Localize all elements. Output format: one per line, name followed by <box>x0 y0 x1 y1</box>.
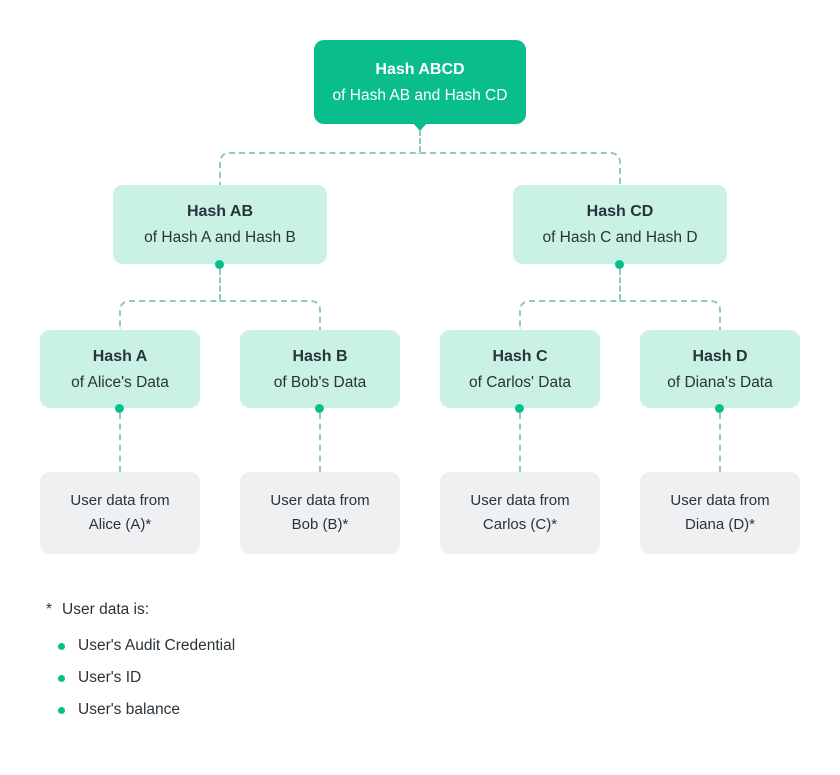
connector-dot-icon <box>115 404 124 413</box>
connector-dot-icon <box>615 260 624 269</box>
node-hash-cd: Hash CD of Hash C and Hash D <box>513 185 727 264</box>
footnote-title: * User data is: <box>46 601 149 619</box>
node-title: Hash CD <box>586 203 654 220</box>
leaf-line1: User data from <box>470 492 570 509</box>
connector-a-stem <box>119 413 121 472</box>
node-subtitle: of Diana's Data <box>667 373 773 391</box>
footnote-item-label: User's ID <box>78 669 142 686</box>
connector-dot-icon <box>715 404 724 413</box>
node-subtitle: of Alice's Data <box>71 373 169 391</box>
connector-root-left <box>219 152 420 186</box>
leaf-line1: User data from <box>270 492 370 509</box>
node-subtitle: of Carlos' Data <box>468 373 572 391</box>
node-hash-b: Hash B of Bob's Data <box>240 330 400 408</box>
connector-c-stem <box>519 413 521 472</box>
leaf-line2: Bob (B)* <box>291 516 349 533</box>
bullet-dot-icon <box>58 642 65 650</box>
leaf-line2: Alice (A)* <box>88 516 152 533</box>
node-hash-a: Hash A of Alice's Data <box>40 330 200 408</box>
footnote-item: User's balance <box>58 701 180 719</box>
connector-b-stem <box>319 413 321 472</box>
node-hash-c: Hash C of Carlos' Data <box>440 330 600 408</box>
node-title: Hash C <box>492 347 548 365</box>
node-title: Hash D <box>692 347 748 365</box>
node-title: Hash AB <box>186 203 254 220</box>
node-title: Hash A <box>92 347 148 365</box>
footnote-item: User's Audit Credential <box>58 637 235 655</box>
node-title: Hash ABCD <box>375 60 465 78</box>
footnote-asterisk: * <box>46 601 53 618</box>
node-subtitle: of Bob's Data <box>273 373 367 391</box>
node-subtitle: of Hash A and Hash B <box>144 229 296 246</box>
connector-cd-right <box>620 300 721 330</box>
leaf-line2: Carlos (C)* <box>482 516 558 533</box>
connector-cd-stem <box>619 269 621 300</box>
bullet-dot-icon <box>58 706 65 714</box>
footnote-item-label: User's Audit Credential <box>78 637 236 654</box>
connector-root-stem <box>419 130 421 152</box>
node-hash-ab: Hash AB of Hash A and Hash B <box>113 185 327 264</box>
node-hash-abcd: Hash ABCD of Hash AB and Hash CD <box>314 40 526 124</box>
node-subtitle: of Hash C and Hash D <box>542 229 698 246</box>
bullet-dot-icon <box>58 674 65 682</box>
leaf-line2: Diana (D)* <box>684 516 756 533</box>
connector-ab-left <box>119 300 220 330</box>
root-tail-pointer-icon <box>413 123 427 131</box>
leaf-user-data-bob: User data from Bob (B)* <box>240 472 400 554</box>
connector-dot-icon <box>315 404 324 413</box>
leaf-user-data-alice: User data from Alice (A)* <box>40 472 200 554</box>
leaf-line1: User data from <box>670 492 770 509</box>
leaf-user-data-carlos: User data from Carlos (C)* <box>440 472 600 554</box>
footnote-label: User data is: <box>62 601 150 618</box>
leaf-line1: User data from <box>70 492 170 509</box>
connector-cd-left <box>519 300 620 330</box>
node-title: Hash B <box>292 347 348 365</box>
connector-ab-stem <box>219 269 221 300</box>
node-subtitle: of Hash AB and Hash CD <box>332 86 508 104</box>
connector-d-stem <box>719 413 721 472</box>
footnote-item: User's ID <box>58 669 141 687</box>
connector-ab-right <box>220 300 321 330</box>
node-hash-d: Hash D of Diana's Data <box>640 330 800 408</box>
leaf-user-data-diana: User data from Diana (D)* <box>640 472 800 554</box>
connector-dot-icon <box>515 404 524 413</box>
connector-root-right <box>420 152 621 186</box>
connector-dot-icon <box>215 260 224 269</box>
footnote-item-label: User's balance <box>78 701 181 718</box>
